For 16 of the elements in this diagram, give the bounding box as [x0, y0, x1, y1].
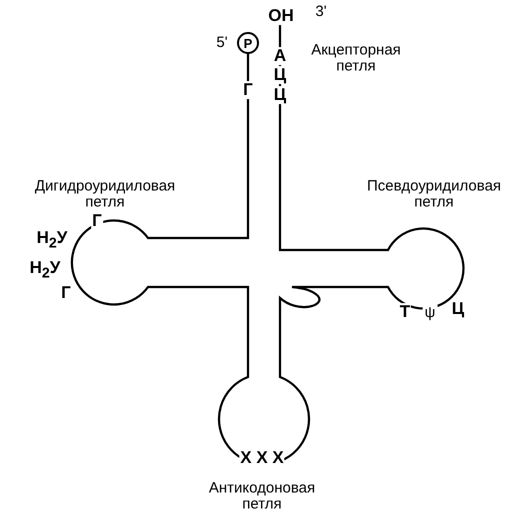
prime-end-label: 5'	[216, 35, 228, 51]
loop-label: Дигидроуридиловая петля	[34, 178, 176, 210]
nucleotide-letter: ψ	[422, 305, 438, 321]
loop-label: Акцепторная петля	[310, 42, 402, 74]
loop-label: Антикодоновая петля	[208, 480, 316, 512]
nucleotide-letter: Х Х Х	[239, 449, 285, 467]
prime-end-label: 3'	[315, 4, 327, 20]
phosphate-circle: P	[237, 32, 259, 54]
nucleotide-letter: Г	[91, 212, 103, 230]
end-group-label: ОН	[267, 7, 295, 25]
nucleotide-letter: Г	[242, 81, 254, 99]
nucleotide-letter: А	[272, 47, 288, 65]
nucleotide-letter: Ц	[272, 66, 288, 84]
loop-label: Псевдоуридиловая петля	[366, 178, 502, 210]
nucleotide-letter: Ц	[272, 86, 288, 104]
nucleotide-letter: Ц	[450, 300, 466, 318]
